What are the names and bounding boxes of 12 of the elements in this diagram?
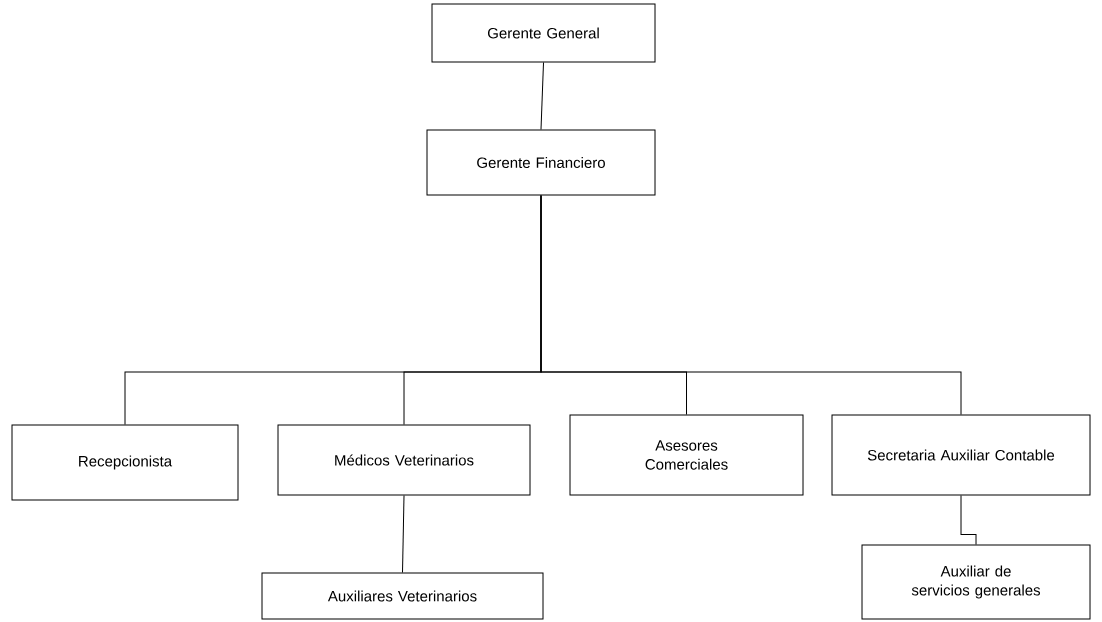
connector-line (540, 195, 962, 415)
connector-line (540, 62, 544, 130)
role-box: Secretaria Auxiliar Contable (831, 414, 1091, 496)
role-box: Asesores Comerciales (569, 414, 804, 496)
role-box: Gerente General (431, 3, 656, 63)
connector-line (960, 495, 977, 545)
role-box: Médicos Veterinarios (277, 424, 531, 496)
role-box: Auxiliar de servicios generales (861, 544, 1091, 620)
role-box: Gerente Financiero (426, 129, 656, 196)
role-box: Recepcionista (11, 424, 239, 501)
role-box: Auxiliares Veterinarios (261, 572, 544, 620)
connector-line (402, 495, 405, 573)
